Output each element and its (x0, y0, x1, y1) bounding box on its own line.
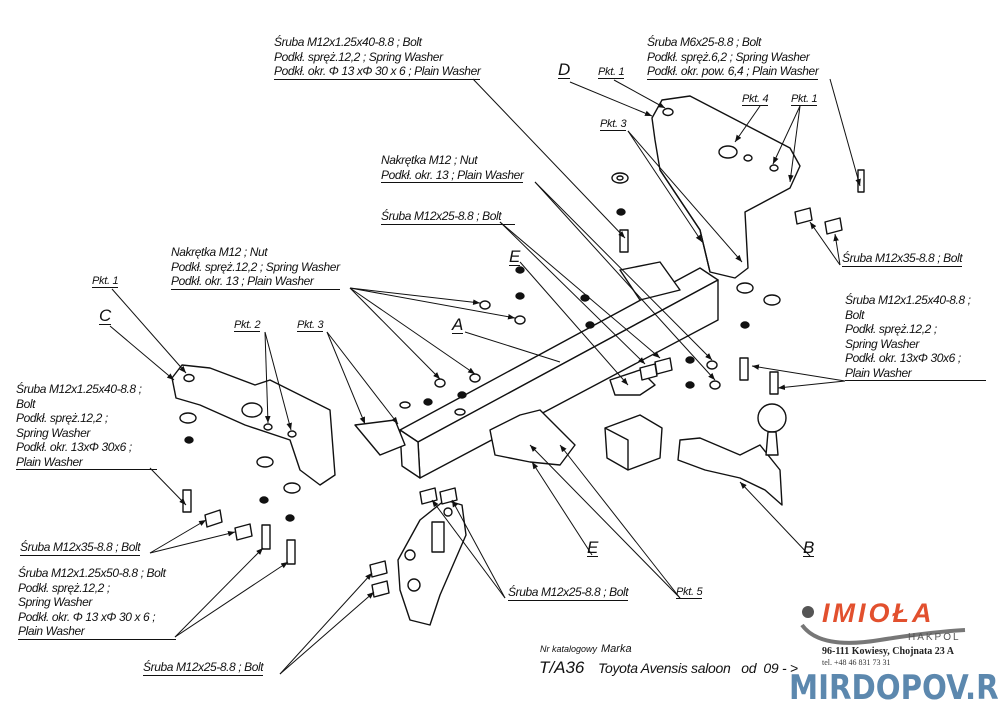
callout-line: Podkł. okr. 13xΦ 30x6 ; (845, 351, 961, 365)
watermark: MIRDOPOV.RU (789, 668, 1000, 707)
callout-line: Podkł. spręż.12,2 ; (16, 411, 108, 425)
callout-line: Nakrętka M12 ; Nut (171, 245, 268, 259)
callout-right-bolt-block: Śruba M12x1.25x40-8.8 ; Bolt Podkł. sprę… (845, 293, 986, 381)
callout-line: Plain Washer (16, 454, 83, 469)
callout-line: Spring Washer (845, 336, 919, 351)
callout-line: Śruba M12x1.25x50-8.8 ; Bolt (18, 566, 166, 580)
callout-line: Śruba M12x1.25x40-8.8 ; (845, 293, 971, 307)
callout-line: Podkł. okr. 13 ; Plain Washer (171, 274, 314, 288)
callout-left-nut: Nakrętka M12 ; Nut Podkł. spręż.12,2 ; S… (171, 245, 340, 290)
electrical-socket (604, 414, 663, 471)
logo-mark (800, 606, 966, 645)
callout-line: Plain Washer (845, 365, 912, 380)
callout-line: Śruba M12x1.25x40-8.8 ; (16, 382, 142, 396)
part-label-e-top: E (509, 247, 521, 266)
callout-right-bolt-35: Śruba M12x35-8.8 ; Bolt (842, 251, 963, 267)
callout-line: Podkł. okr. 13xΦ 30x6 ; (16, 440, 132, 454)
catalog-number: T/A36 (539, 658, 585, 677)
callout-line: Podkł. spręż.12,2 ; (845, 322, 937, 336)
point-label: Pkt. 2 (234, 319, 261, 332)
part-label-b: B (803, 538, 815, 557)
callout-line: Nakrętka M12 ; Nut (381, 153, 478, 167)
callout-left-bolt-50: Śruba M12x1.25x50-8.8 ; Bolt Podkł. sprę… (18, 566, 176, 640)
logo-imiola: IMIOŁA (822, 598, 935, 628)
callout-line: Podkł. okr. 13 ; Plain Washer (381, 167, 524, 182)
manufacturer-phone: tel. +48 46 831 73 31 (822, 658, 891, 667)
callout-line: Śruba M6x25-8.8 ; Bolt (647, 35, 761, 49)
callout-line: Podkł. okr. Φ 13 xΦ 30 x 6 ; (18, 609, 156, 624)
callout-mid-bolt: Śruba M12x25-8.8 ; Bolt (381, 209, 516, 225)
part-label-d: D (558, 60, 571, 79)
point-label: Pkt. 1 (92, 275, 119, 288)
catalog-number-label: Nr katalogowy (540, 644, 598, 654)
point-label: Pkt. 3 (297, 319, 324, 332)
bracket-d (651, 95, 801, 279)
vehicle-model: Toyota Avensis saloon od 09 - > (598, 660, 798, 676)
socket-plate-e (489, 369, 656, 466)
callout-line: Podkł. spręż.12,2 ; Spring Washer (274, 49, 443, 64)
manufacturer-address: 96-111 Kowiesy, Chojnata 23 A (822, 646, 954, 657)
brand-label: Marka (601, 643, 632, 655)
callout-left-bolt-block: Śruba M12x1.25x40-8.8 ; Bolt Podkł. sprę… (16, 382, 157, 470)
callout-line: Podkł. okr. Φ 13 xΦ 30 x 6 ; Plain Washe… (274, 64, 481, 78)
callout-top-left-bolt: Śruba M12x1.25x40-8.8 ; Bolt Podkł. sprę… (274, 35, 481, 80)
callout-line: Podkł. spręż.12,2 ; (18, 580, 110, 595)
callout-line: Podkł. spręż.12,2 ; Spring Washer (171, 259, 340, 274)
point-label: Pkt. 4 (742, 93, 769, 106)
leader-lines (109, 78, 861, 675)
callout-bottom-bolt-25: Śruba M12x25-8.8 ; Bolt (143, 660, 264, 676)
callout-line: Bolt (16, 396, 36, 411)
point-label: Pkt. 1 (598, 66, 625, 79)
callout-line: Plain Washer (18, 624, 85, 638)
part-label-a: A (452, 315, 464, 334)
callout-top-nut: Nakrętka M12 ; Nut Podkł. okr. 13 ; Plai… (381, 153, 524, 183)
callout-line: Podkł. spręż.6,2 ; Spring Washer (647, 49, 810, 64)
tow-ball-b (677, 403, 787, 506)
bracket-c (171, 364, 336, 486)
callout-line: Spring Washer (18, 595, 92, 609)
callout-line: Bolt (845, 307, 865, 322)
callout-line: Spring Washer (16, 425, 90, 440)
fasteners (179, 169, 865, 598)
callout-bottom-mid-bolt-25: Śruba M12x25-8.8 ; Bolt (508, 585, 629, 601)
callout-line: Śruba M12x1.25x40-8.8 ; Bolt (274, 35, 422, 49)
logo-hakpol: HAKPOL (908, 632, 961, 643)
point-label: Pkt. 1 (791, 93, 818, 106)
part-label-c: C (99, 306, 112, 325)
part-label-e-bottom: E (587, 538, 599, 557)
point-label: Pkt. 5 (676, 586, 703, 599)
point-label: Pkt. 3 (600, 118, 627, 131)
callout-line: Podkł. okr. pow. 6,4 ; Plain Washer (647, 64, 819, 78)
callout-top-right-bolt: Śruba M6x25-8.8 ; Bolt Podkł. spręż.6,2 … (647, 35, 819, 80)
lower-mount-plate (397, 499, 467, 626)
callout-left-bolt-35: Śruba M12x35-8.8 ; Bolt (20, 540, 141, 556)
